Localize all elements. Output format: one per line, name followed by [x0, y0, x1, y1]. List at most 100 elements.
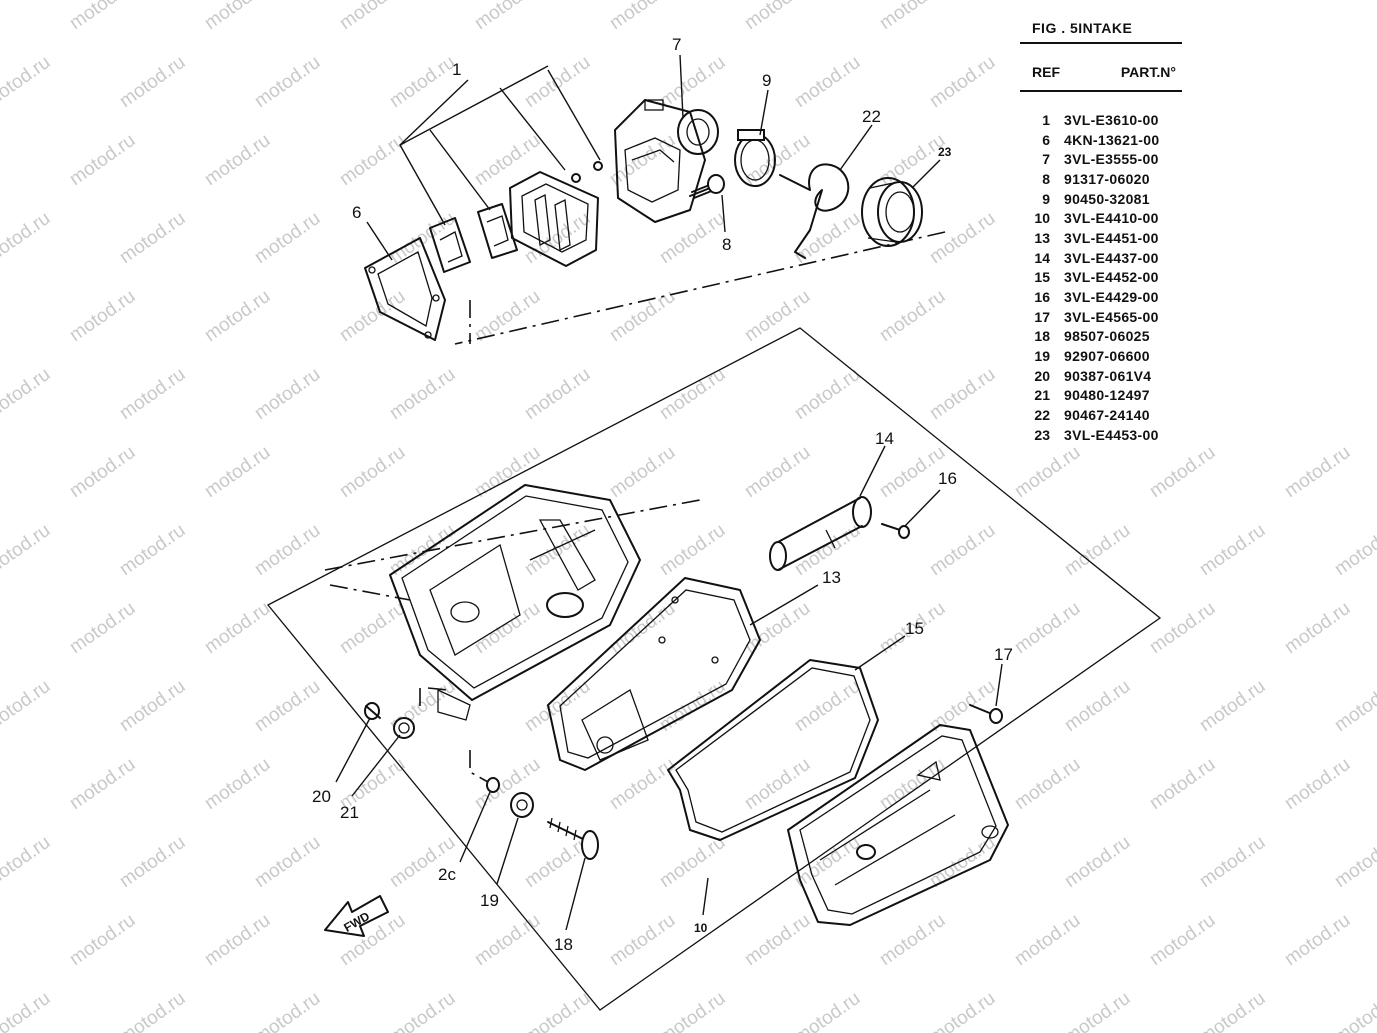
watermark-text: motod.ru — [251, 208, 324, 268]
part-column-header: PART.N° — [1120, 64, 1176, 80]
watermark-text: motod.ru — [0, 520, 54, 580]
watermark-text: motod.ru — [876, 130, 949, 190]
part-number-cell: 3VL-E4429-00 — [1064, 289, 1159, 306]
part-number-cell: 3VL-E4451-00 — [1064, 229, 1159, 246]
part-19-washer — [510, 792, 534, 818]
watermark-text: motod.ru — [1281, 598, 1354, 658]
figure-title: FIG . 5INTAKE — [1032, 20, 1133, 36]
leader-lines — [335, 54, 1003, 931]
callout-13: 13 — [822, 568, 841, 587]
watermark-text: motod.ru — [1196, 832, 1269, 892]
watermark-text: motod.ru — [0, 286, 4, 346]
part-number-cell: 3VL-E4453-00 — [1064, 426, 1159, 443]
ref-cell: 1 — [1042, 111, 1050, 128]
watermark-text: motod.ru — [201, 286, 274, 346]
ref-cell: 15 — [1034, 269, 1050, 286]
watermark-text: motod.ru — [0, 442, 4, 502]
watermark-text: motod.ru — [926, 208, 999, 268]
watermark-text: motod.ru — [251, 520, 324, 580]
watermark-text: motod.ru — [66, 130, 139, 190]
watermark-text: motod.ru — [741, 598, 814, 658]
ref-cell: 21 — [1034, 387, 1050, 404]
ref-cell: 9 — [1042, 190, 1050, 207]
watermark-text: motod.ru — [116, 832, 189, 892]
watermark-text: motod.ru — [656, 676, 729, 736]
callout-9: 9 — [762, 71, 771, 90]
part-17-screw — [969, 704, 1003, 724]
table-row: 18 98507-06025 — [1020, 327, 1182, 347]
watermark-text: motod.ru — [201, 598, 274, 658]
part-1-reed-valve-block — [509, 161, 603, 267]
watermark-text: motod.ru — [471, 910, 544, 970]
watermark-text: motod.ru — [0, 910, 4, 970]
part-13-element — [547, 577, 761, 771]
watermark-text: motod.ru — [201, 754, 274, 814]
assembly-plane — [266, 327, 1162, 1011]
watermark-text: motod.ru — [201, 0, 274, 34]
part-1-reed-petals — [429, 203, 518, 273]
watermark-text: motod.ru — [656, 988, 729, 1033]
watermark-text: motod.ru — [0, 598, 4, 658]
part-number-cell: 98507-06025 — [1064, 328, 1150, 345]
watermark-text: motod.ru — [1146, 754, 1219, 814]
watermark-text: motod.ru — [876, 910, 949, 970]
watermark-text: motod.ru — [1061, 988, 1134, 1033]
watermark-text: motod.ru — [0, 130, 4, 190]
watermark-text: motod.ru — [1011, 754, 1084, 814]
watermark-text: motod.ru — [251, 52, 324, 112]
watermark-text: motod.ru — [791, 988, 864, 1033]
watermark-text: motod.ru — [1281, 442, 1354, 502]
watermark-text: motod.ru — [116, 364, 189, 424]
callout-7: 7 — [672, 35, 681, 54]
watermark-text: motod.ru — [741, 754, 814, 814]
callout-23: 23 — [938, 145, 952, 159]
watermark-text: motod.ru — [1196, 988, 1269, 1033]
ref-cell: 18 — [1034, 328, 1050, 345]
watermark-text: motod.ru — [0, 676, 54, 736]
watermark-text: motod.ru — [336, 286, 409, 346]
watermark-text: motod.ru — [1196, 520, 1269, 580]
watermark-text: motod.ru — [116, 676, 189, 736]
watermark-text: motod.ru — [741, 910, 814, 970]
part-8-screw — [689, 174, 725, 199]
watermark-text: motod.ru — [336, 130, 409, 190]
watermark-text: motod.ru — [66, 754, 139, 814]
watermark-text: motod.ru — [116, 988, 189, 1033]
watermark-text: motod.ru — [876, 0, 949, 34]
watermark-text: motod.ru — [1331, 520, 1377, 580]
part-number-cell: 90480-12497 — [1064, 387, 1150, 404]
callout-20b: 2c — [438, 865, 456, 884]
watermark-text: motod.ru — [0, 208, 54, 268]
watermark-text: motod.ru — [741, 286, 814, 346]
watermark-text: motod.ru — [1331, 988, 1377, 1033]
watermark-text: motod.ru — [66, 286, 139, 346]
ref-cell: 19 — [1034, 348, 1050, 365]
watermark-text: motod.ru — [876, 286, 949, 346]
ref-cell: 6 — [1042, 131, 1050, 148]
table-row: 9 90450-32081 — [1020, 189, 1182, 209]
watermark-text: motod.ru — [1011, 598, 1084, 658]
watermark-text: motod.ru — [1331, 832, 1377, 892]
watermark-text: motod.ru — [251, 988, 324, 1033]
watermark-text: motod.ru — [386, 988, 459, 1033]
callout-14: 14 — [875, 429, 894, 448]
part-9-clamp — [734, 129, 776, 187]
watermark-text: motod.ru — [1146, 598, 1219, 658]
divider — [1020, 42, 1182, 44]
callout-17: 17 — [994, 645, 1013, 664]
part-number-cell: 90450-32081 — [1064, 190, 1150, 207]
watermark-text: motod.ru — [1061, 676, 1134, 736]
watermark-text: motod.ru — [336, 442, 409, 502]
watermark-text: motod.ru — [1196, 676, 1269, 736]
watermark-text: motod.ru — [521, 988, 594, 1033]
